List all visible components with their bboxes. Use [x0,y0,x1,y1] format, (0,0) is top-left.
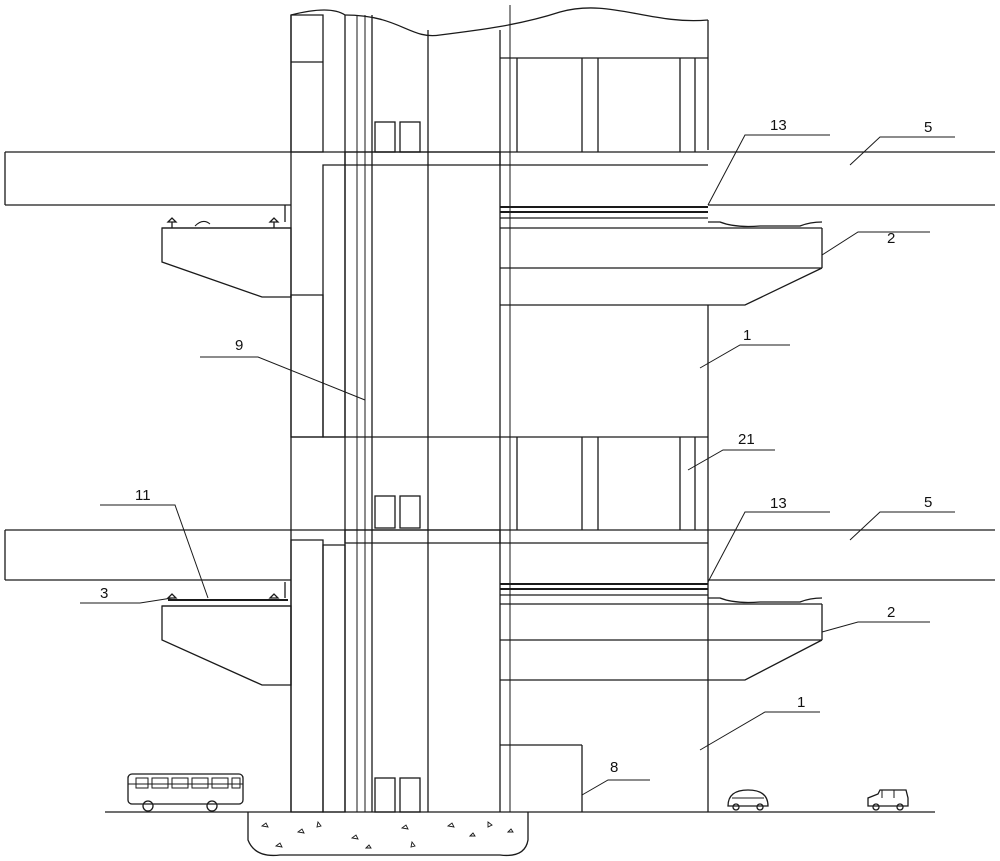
label-2-top: 2 [887,230,895,247]
lower-platform-right [500,584,822,680]
label-9: 9 [235,337,243,354]
bus-icon [128,774,243,811]
wagon-car-icon [868,790,908,810]
label-21: 21 [738,431,755,448]
label-5-bot: 5 [924,494,932,511]
label-1-mid: 1 [743,327,751,344]
label-1-bot: 1 [797,694,805,711]
tower-outline [291,5,708,812]
foundation [248,812,528,855]
lower-slab-hatch [345,530,500,543]
left-wall-low-hatch [291,540,323,812]
foundation-aggregate [262,822,513,848]
left-wall-mid-hatch [291,295,323,437]
upper-cantilever [162,228,291,297]
upper-slab-hatch [345,152,500,165]
label-11: 11 [135,487,151,504]
label-5-top: 5 [924,119,932,136]
elevator-doors [375,122,420,812]
pod-car-icon [728,790,768,810]
core-strip-upper [323,165,345,437]
left-wall-hatch [291,15,323,152]
upper-left-platform [162,205,291,228]
lower-cantilever [162,606,291,685]
upper-platform-right [500,207,822,305]
label-8: 8 [610,759,618,776]
entrance-block [500,745,582,812]
label-13-bot: 13 [770,495,787,512]
core-strip-lower [323,545,345,812]
label-2-bot: 2 [887,604,895,621]
label-13-top: 13 [770,117,787,134]
label-3: 3 [100,585,108,602]
lower-left-platform [162,582,291,606]
